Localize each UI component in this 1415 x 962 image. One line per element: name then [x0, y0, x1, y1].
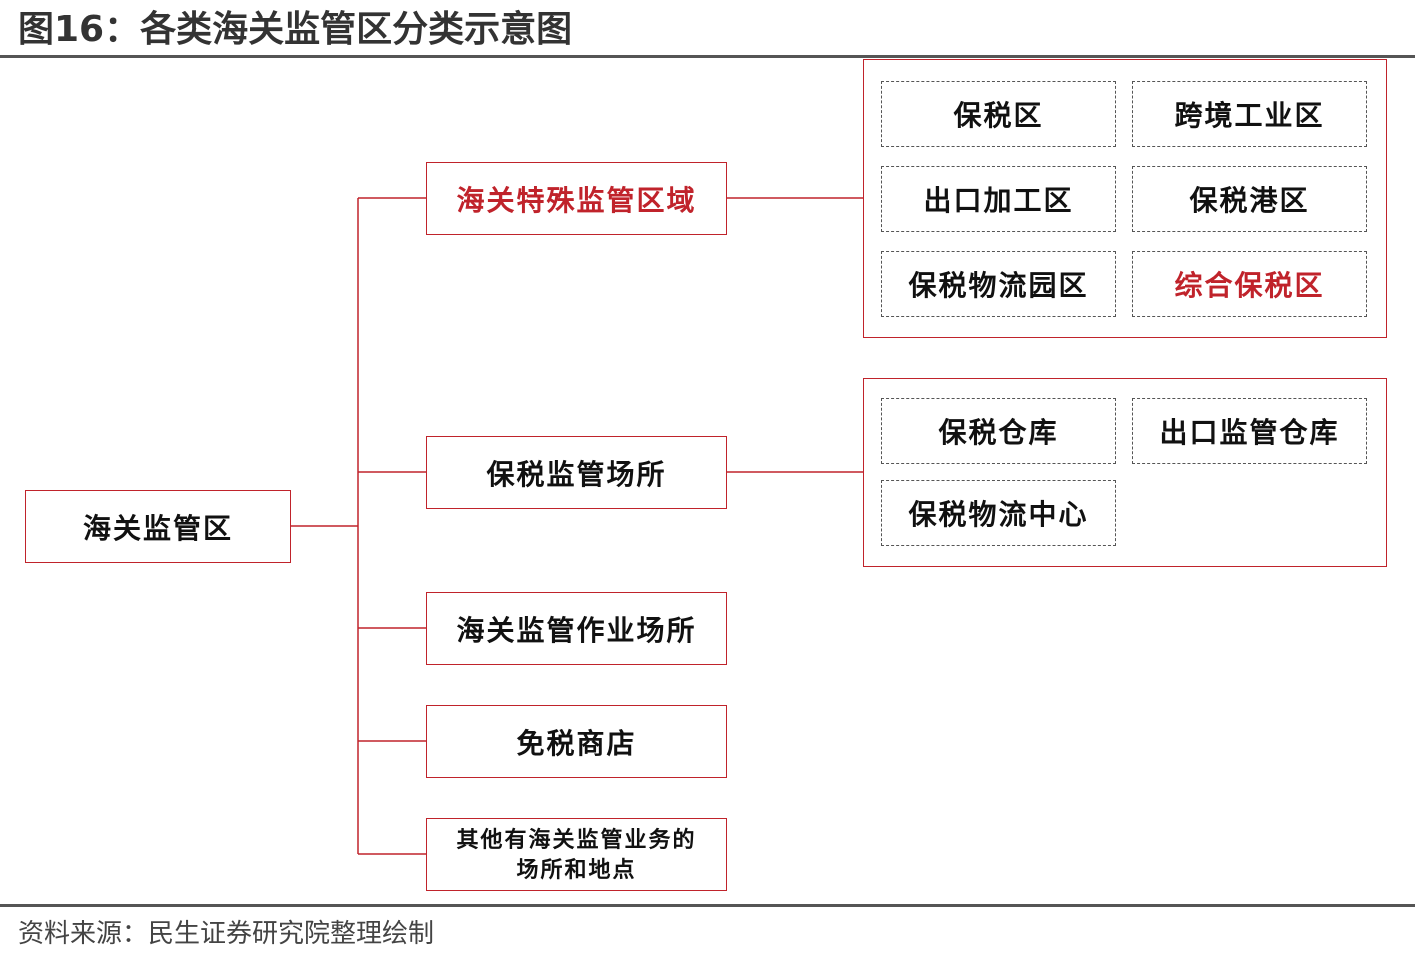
- sub-item-label: 综合保税区: [1174, 269, 1325, 302]
- figure-title: 图16：各类海关监管区分类示意图: [18, 9, 573, 50]
- sub-item-bonded-port-zone: 保税港区: [1132, 166, 1367, 232]
- sub-item-bonded-logistics-park: 保税物流园区: [881, 251, 1116, 317]
- source-note: 资料来源：民生证券研究院整理绘制: [18, 919, 435, 949]
- category-label: 海关监管作业场所: [456, 613, 697, 647]
- sub-item-bonded-zone: 保税区: [881, 81, 1116, 147]
- sub-item-bonded-logistics-center: 保税物流中心: [881, 480, 1116, 546]
- category-label: 海关特殊监管区域: [456, 183, 697, 217]
- category-node-special-zone: 海关特殊监管区域: [426, 162, 727, 235]
- category-node-bonded-supervision-site: 保税监管场所: [426, 436, 727, 509]
- sub-item-label: 出口加工区: [923, 184, 1074, 217]
- sub-item-comprehensive-bonded-zone: 综合保税区: [1132, 251, 1367, 317]
- sub-item-label: 跨境工业区: [1174, 99, 1325, 132]
- category-node-operation-site: 海关监管作业场所: [426, 592, 727, 665]
- category-node-duty-free-shop: 免税商店: [426, 705, 727, 778]
- category-label-line1: 其他有海关监管业务的: [456, 826, 697, 853]
- footer-divider: [0, 904, 1415, 907]
- category-label: 保税监管场所: [486, 457, 667, 491]
- sub-item-label: 出口监管仓库: [1159, 416, 1340, 449]
- sub-item-label: 保税港区: [1189, 184, 1310, 217]
- title-divider: [0, 55, 1415, 58]
- root-node-label: 海关监管区: [82, 511, 233, 545]
- sub-item-export-supervised-warehouse: 出口监管仓库: [1132, 398, 1367, 464]
- category-label-line2: 场所和地点: [516, 856, 637, 883]
- sub-item-label: 保税物流中心: [908, 498, 1089, 531]
- sub-item-cross-border-industrial-zone: 跨境工业区: [1132, 81, 1367, 147]
- sub-item-label: 保税仓库: [938, 416, 1059, 449]
- sub-item-label: 保税区: [953, 99, 1044, 132]
- root-node: 海关监管区: [25, 490, 291, 563]
- category-node-other-sites: 其他有海关监管业务的 场所和地点: [426, 818, 727, 891]
- sub-item-label: 保税物流园区: [908, 269, 1089, 302]
- sub-item-export-processing-zone: 出口加工区: [881, 166, 1116, 232]
- sub-item-bonded-warehouse: 保税仓库: [881, 398, 1116, 464]
- category-label: 免税商店: [516, 726, 637, 760]
